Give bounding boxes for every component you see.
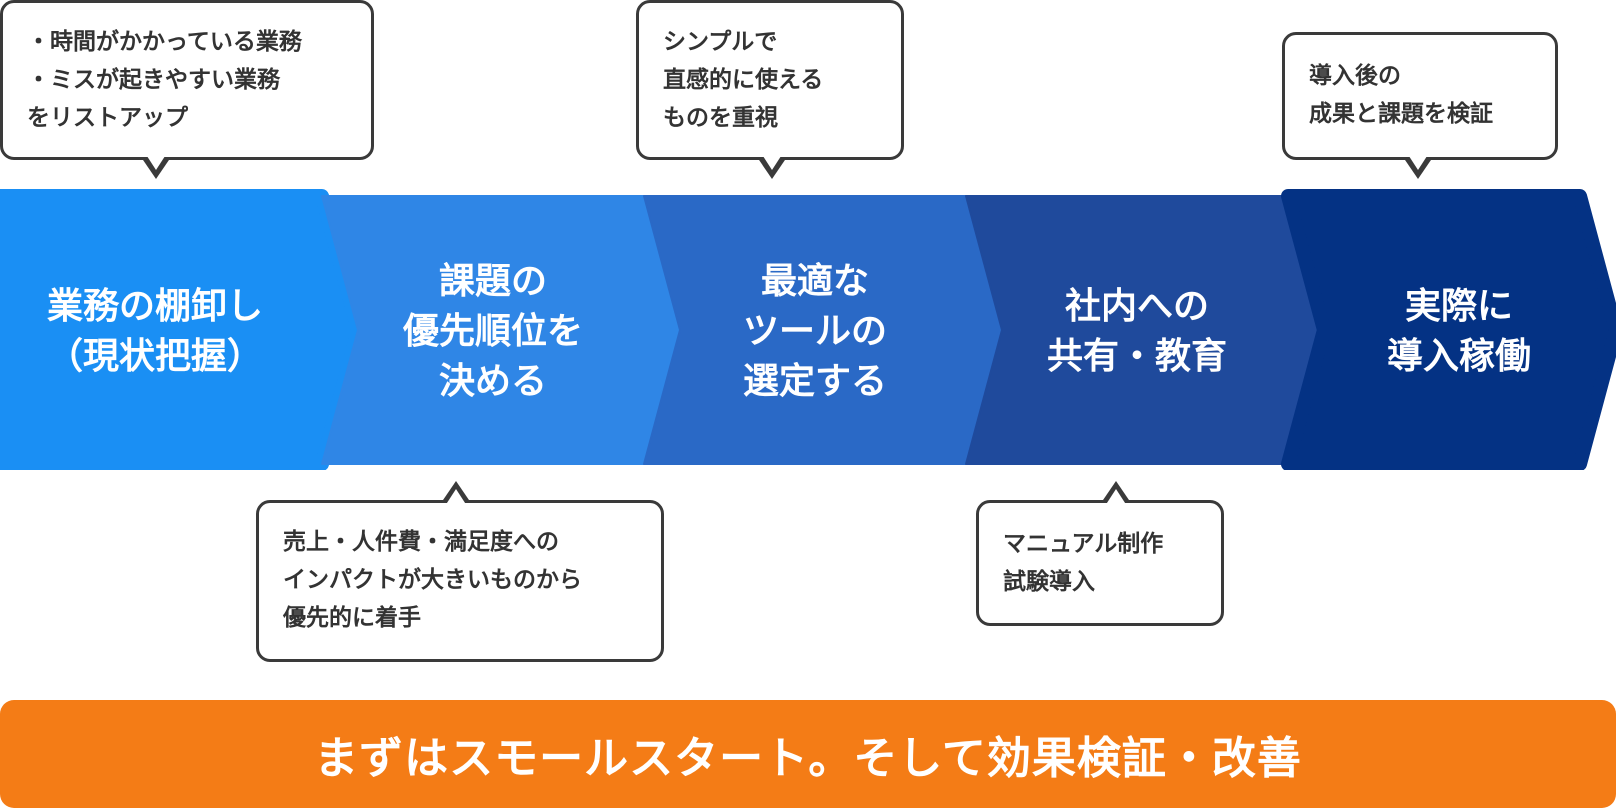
callout-line: ものを重視 [663,105,778,131]
callout-step1: ・時間がかかっている業務 ・ミスが起きやすい業務 をリストアップ [0,0,374,179]
banner-text: まずはスモールスタート。そして効果検証・改善 [314,733,1302,784]
summary-banner: まずはスモールスタート。そして効果検証・改善 [0,700,1616,808]
callout-line: 売上・人件費・満足度への [283,529,559,555]
step-2-label-line: 決める [439,361,547,402]
step-4-label-line: 社内への [1065,286,1209,327]
step-3-label-line: ツールの [743,311,887,352]
callout-line: をリストアップ [27,105,188,131]
callout-pointer [441,481,471,506]
step-3-label-line: 選定する [743,361,887,402]
callout-pointer [1403,153,1433,179]
step-chevron-1 [0,189,365,470]
callout-line: 成果と課題を検証 [1309,101,1493,127]
step-3-label-line: 最適な [761,261,869,302]
step-5-label-line: 実際に [1405,286,1513,327]
callout-pointer [757,153,787,179]
callout-pointer [141,153,171,179]
step-5-label-line: 導入稼働 [1387,336,1531,377]
callout-line: シンプルで [663,29,778,55]
callout-line: インパクトが大きいものから [283,567,582,593]
step-chevron-4 [965,195,1325,465]
callout-pointer [1101,481,1131,506]
callout-line: 導入後の [1309,63,1401,89]
step-chevron-5 [1281,189,1616,470]
step-1-label-line: 業務の棚卸し [47,286,263,327]
callout-line: 試験導入 [1003,569,1095,595]
callout-step5: 導入後の 成果と課題を検証 [1282,32,1558,179]
callout-step2: 売上・人件費・満足度への インパクトが大きいものから 優先的に着手 [256,481,664,662]
step-4-label-line: 共有・教育 [1047,336,1227,377]
callout-step4: マニュアル制作 試験導入 [976,481,1224,626]
callout-line: 優先的に着手 [283,605,421,631]
callout-step3: シンプルで 直感的に使える ものを重視 [636,0,904,179]
callout-line: ・ミスが起きやすい業務 [27,67,280,93]
callout-line: ・時間がかかっている業務 [27,29,302,55]
callout-line: マニュアル制作 [1003,531,1164,557]
step-1-label-line: （現状把握） [47,336,263,377]
step-2-label-line: 課題の [439,261,547,302]
callout-line: 直感的に使える [663,67,824,93]
step-2-label-line: 優先順位を [402,311,583,352]
